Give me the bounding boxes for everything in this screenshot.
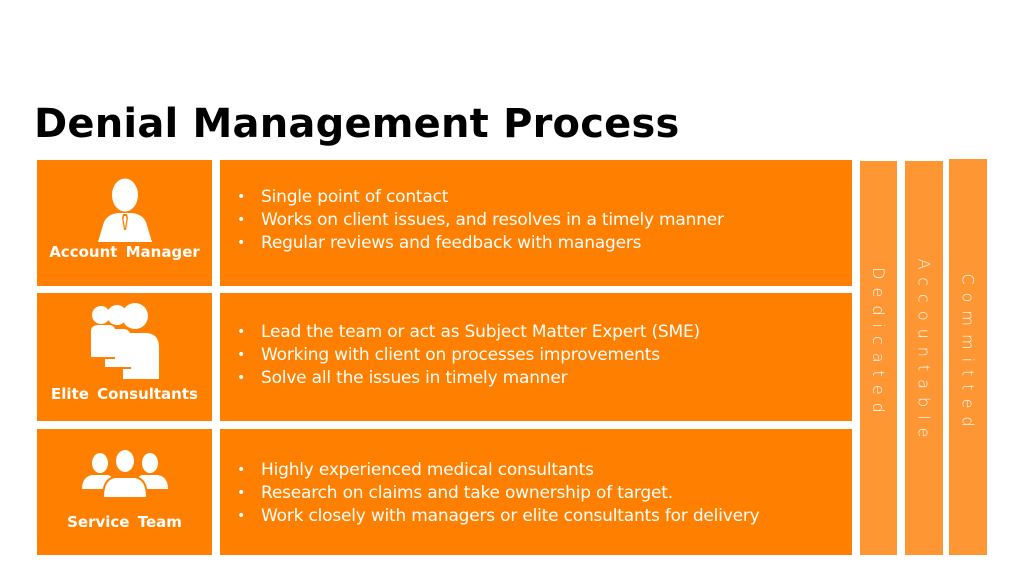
list-item-text: Regular reviews and feedback with manage… <box>261 232 642 253</box>
list-item-text: Single point of contact <box>261 186 449 207</box>
value-label: Committed <box>958 273 978 435</box>
list-item-text: Working with client on processes improve… <box>261 344 660 365</box>
list-item-text: Works on client issues, and resolves in … <box>261 209 724 230</box>
list-item: • Lead the team or act as Subject Matter … <box>237 321 700 344</box>
bullet-icon: • <box>237 461 246 478</box>
list-item-text: Lead the team or act as Subject Matter E… <box>261 321 700 342</box>
list-item: • Works on client issues, and resolves in… <box>237 209 724 232</box>
bullet-list: • Lead the team or act as Subject Matter … <box>237 289 700 421</box>
value-column-dedicated: Dedicated <box>860 161 897 555</box>
list-item-text: Highly experienced medical consultants <box>261 459 594 480</box>
list-item: • Solve all the issues in timely manner <box>237 367 700 390</box>
role-label: Elite Consultants <box>51 385 198 403</box>
role-label: Account Manager <box>49 243 200 261</box>
description-box-elite-consultants: • Lead the team or act as Subject Matter … <box>220 293 852 421</box>
value-label: Accountable <box>914 258 934 446</box>
business-person-icon <box>37 178 212 244</box>
role-box-account-manager: Account Manager <box>37 160 212 286</box>
list-item: • Working with client on processes improv… <box>237 344 700 367</box>
slide-title: Denial Management Process <box>34 101 680 147</box>
value-column-committed: Committed <box>949 159 987 555</box>
list-item-text: Work closely with managers or elite cons… <box>261 505 760 526</box>
bullet-icon: • <box>237 369 246 386</box>
description-box-account-manager: • Single point of contact • Works on clien… <box>220 160 852 286</box>
bullet-icon: • <box>237 234 246 251</box>
bullet-icon: • <box>237 346 246 363</box>
list-item-text: Solve all the issues in timely manner <box>261 367 568 388</box>
value-column-accountable: Accountable <box>905 161 943 555</box>
list-item: • Work closely with managers or elite con… <box>237 505 760 528</box>
consultants-group-icon <box>37 303 212 381</box>
list-item-text: Research on claims and take ownership of… <box>261 482 673 503</box>
bullet-icon: • <box>237 507 246 524</box>
value-label: Dedicated <box>869 267 888 421</box>
list-item: • Single point of contact <box>237 186 724 209</box>
role-box-elite-consultants: Elite Consultants <box>37 293 212 421</box>
role-box-service-team: Service Team <box>37 429 212 555</box>
bullet-icon: • <box>237 484 246 501</box>
bullet-icon: • <box>237 188 246 205</box>
description-box-service-team: •Highly experienced medical consultants … <box>220 429 852 555</box>
list-item: • Research on claims and take ownership o… <box>237 482 760 505</box>
bullet-list: •Highly experienced medical consultants … <box>237 431 760 555</box>
list-item: • Regular reviews and feedback with manag… <box>237 232 724 255</box>
list-item: • Highly experienced medical consultants <box>237 459 760 482</box>
bullet-icon: • <box>237 323 246 340</box>
bullet-icon: • <box>237 211 246 228</box>
team-icon <box>37 449 212 499</box>
bullet-list: • Single point of contact • Works on clien… <box>237 154 724 286</box>
role-label: Service Team <box>67 513 182 531</box>
